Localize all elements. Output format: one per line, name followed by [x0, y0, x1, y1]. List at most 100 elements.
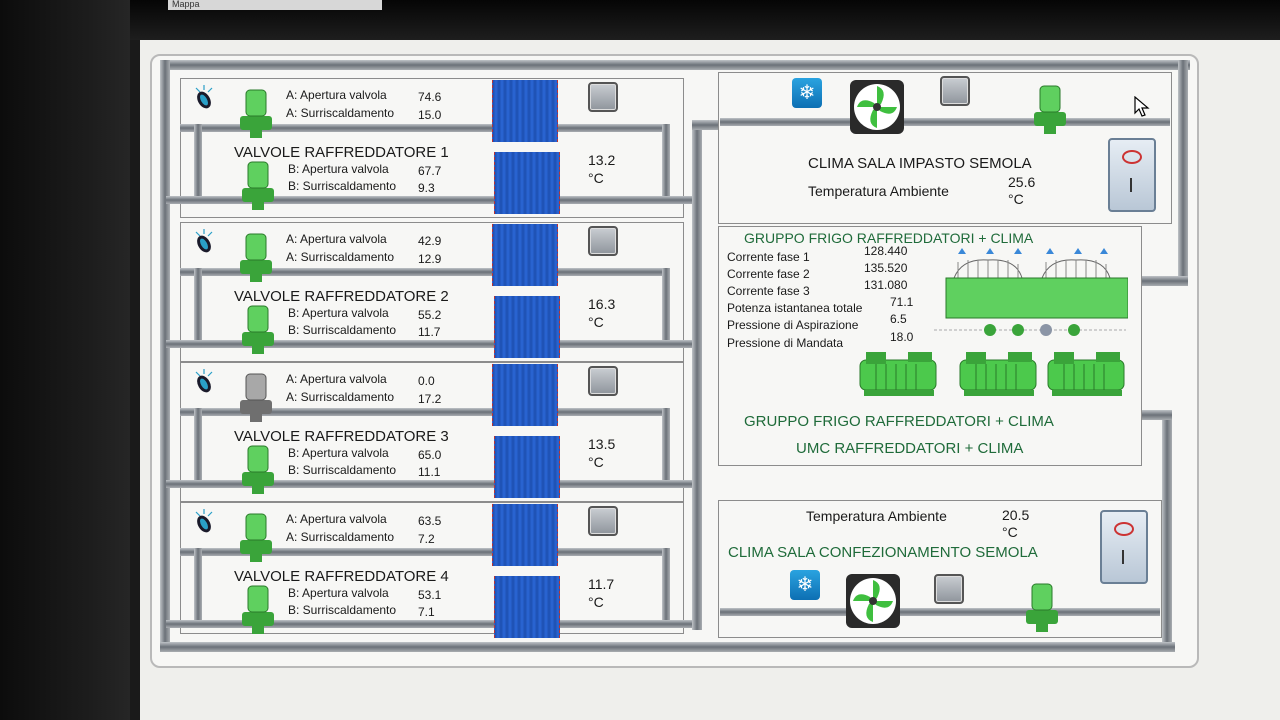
clima-impasto-title: CLIMA SALA IMPASTO SEMOLA [808, 155, 1032, 172]
heat-exchanger-top [492, 504, 558, 566]
heat-exchanger-bottom [494, 436, 560, 498]
pipe-cooler-drop [662, 268, 670, 344]
frigo-row-value: 6.5 [890, 312, 907, 326]
snowflake-icon[interactable]: ❄ [790, 570, 820, 600]
heat-exchanger-bottom [494, 576, 560, 638]
valve-b-icon [236, 580, 280, 636]
heat-exchanger-bottom [494, 296, 560, 358]
b-opening-label: B: Apertura valvola [288, 306, 389, 320]
sensor-icon [195, 369, 213, 393]
a-opening-label: A: Apertura valvola [286, 232, 387, 246]
a-superheat-label: A: Surriscaldamento [286, 250, 395, 264]
pipe-cooler-b [166, 480, 692, 488]
valve-a-icon [234, 228, 278, 284]
pipe-clima-impasto [720, 118, 1170, 126]
pipe-cooler-left-drop [194, 124, 202, 200]
b-superheat-label: B: Surriscaldamento [288, 603, 397, 617]
a-opening-label: A: Apertura valvola [286, 512, 387, 526]
cooler-temp-unit: °C [588, 454, 604, 470]
b-opening-value: 67.7 [418, 164, 442, 178]
clima-impasto-temp: 25.6 [1008, 174, 1036, 190]
pipe-bottom [160, 642, 1175, 652]
a-superheat-value: 17.2 [418, 392, 442, 406]
pipe-cooler-left-drop [194, 548, 202, 624]
status-button-confezionamento[interactable] [934, 574, 964, 604]
clima-impasto-temp-label: Temperatura Ambiente [808, 183, 949, 199]
cooler-temp: 13.5 [588, 436, 616, 452]
cooler-temp: 16.3 [588, 296, 616, 312]
heat-exchanger-bottom [494, 152, 560, 214]
frigo-row-value: 128.440 [864, 244, 908, 258]
pipe-cooler-drop [662, 124, 670, 200]
valve-b-icon [236, 300, 280, 356]
valve-b-icon [236, 156, 280, 212]
status-button-cooler[interactable] [588, 506, 618, 536]
cooler-temp: 11.7 [588, 576, 615, 592]
pipe-cooler-a [180, 268, 670, 276]
pipe-cooler-drop [662, 548, 670, 624]
a-superheat-value: 7.2 [418, 532, 435, 546]
condenser-unit [932, 248, 1129, 338]
b-opening-value: 65.0 [418, 448, 442, 462]
cooler-temp-unit: °C [588, 170, 604, 186]
valve-a-icon [234, 508, 278, 564]
pipe-right-mid-h [1140, 410, 1172, 420]
frigo-row-label: Corrente fase 3 [727, 284, 810, 298]
pipe-top [160, 60, 1190, 70]
frigo-row-value: 18.0 [890, 330, 914, 344]
status-button-impasto[interactable] [940, 76, 970, 106]
a-superheat-value: 15.0 [418, 108, 442, 122]
frigo-row-value: 135.520 [864, 261, 908, 275]
clima-impasto-unit: °C [1008, 191, 1024, 207]
pipe-cooler-b [166, 340, 692, 348]
a-opening-label: A: Apertura valvola [286, 372, 387, 386]
a-opening-value: 63.5 [418, 514, 442, 528]
frigo-row-label: Corrente fase 2 [727, 267, 810, 281]
compressor-icon [956, 350, 1044, 400]
power-switch-confezionamento[interactable] [1100, 510, 1148, 584]
b-superheat-label: B: Surriscaldamento [288, 463, 397, 477]
b-opening-value: 55.2 [418, 308, 442, 322]
cooler-temp-unit: °C [588, 594, 604, 610]
status-button-cooler[interactable] [588, 226, 618, 256]
snowflake-icon[interactable]: ❄ [792, 78, 822, 108]
cooler-title: VALVOLE RAFFREDDATORE 3 [234, 428, 449, 445]
b-opening-label: B: Apertura valvola [288, 586, 389, 600]
mouse-cursor [1134, 95, 1150, 123]
cooler-title: VALVOLE RAFFREDDATORE 1 [234, 144, 449, 161]
clima-confez-temp-label: Temperatura Ambiente [806, 508, 947, 524]
pipe-right-mid [1162, 410, 1172, 642]
pipe-cooler-b [166, 620, 692, 628]
sensor-icon [195, 229, 213, 253]
heat-exchanger-top [492, 224, 558, 286]
pipe-clima-confezionamento [720, 608, 1160, 616]
b-superheat-value: 11.7 [418, 325, 441, 339]
b-superheat-label: B: Surriscaldamento [288, 179, 397, 193]
valve-icon [1026, 583, 1058, 632]
power-switch-impasto[interactable] [1108, 138, 1156, 212]
pipe-cooler-left-drop [194, 408, 202, 484]
b-opening-label: B: Apertura valvola [288, 446, 389, 460]
cooler-temp: 13.2 [588, 152, 616, 168]
cooler-title: VALVOLE RAFFREDDATORE 4 [234, 568, 449, 585]
b-superheat-value: 9.3 [418, 181, 435, 195]
frigo-row-value: 131.080 [864, 278, 908, 292]
pipe-cooler-left-drop [194, 268, 202, 344]
frigo-row-value: 71.1 [890, 295, 914, 309]
pipe-cooler-drop [662, 408, 670, 484]
menu-tab[interactable]: Mappa [168, 0, 382, 10]
pipe-cooler-b [166, 196, 692, 204]
a-superheat-value: 12.9 [418, 252, 442, 266]
cooler-title: VALVOLE RAFFREDDATORE 2 [234, 288, 449, 305]
frigo-row-label: Pressione di Mandata [727, 336, 844, 350]
status-button-cooler[interactable] [588, 366, 618, 396]
a-superheat-label: A: Surriscaldamento [286, 106, 395, 120]
fan-icon[interactable] [846, 574, 900, 628]
panel-gruppo-frigo [718, 226, 1142, 466]
status-button-cooler[interactable] [588, 82, 618, 112]
sensor-icon [195, 509, 213, 533]
fan-icon[interactable] [850, 80, 904, 134]
heat-exchanger-top [492, 80, 558, 142]
frigo-row-label: Potenza istantanea totale [727, 301, 863, 315]
a-superheat-label: A: Surriscaldamento [286, 390, 395, 404]
